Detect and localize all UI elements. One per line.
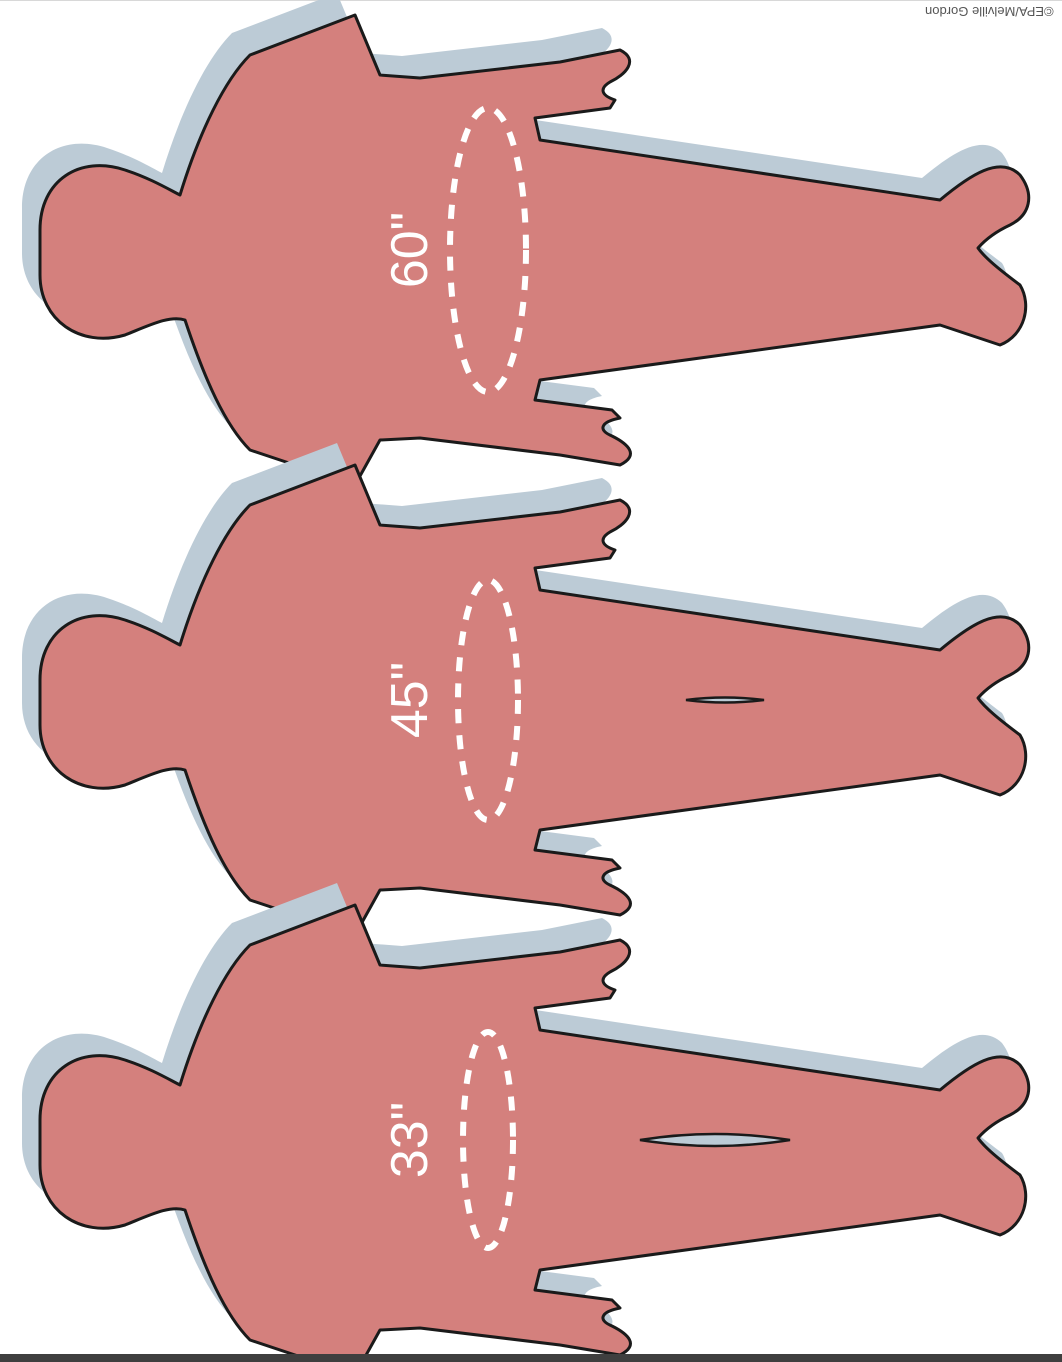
figure-body bbox=[40, 905, 1029, 1362]
photo-credit: ©EPA/Melville Gordon bbox=[925, 4, 1054, 19]
waist-size-label: 33" bbox=[381, 1102, 439, 1178]
figure-body bbox=[40, 465, 1029, 935]
waist-size-label: 60" bbox=[381, 212, 439, 288]
figure-3: 33" bbox=[22, 883, 1029, 1362]
waist-size-label: 45" bbox=[381, 662, 439, 738]
thigh-gap bbox=[640, 1134, 790, 1146]
figure-2: 45" bbox=[22, 443, 1029, 935]
figure-1: 60" bbox=[22, 0, 1029, 485]
bottom-border-bar bbox=[0, 1354, 1062, 1362]
figure-body bbox=[40, 15, 1029, 485]
thigh-gap bbox=[686, 698, 764, 703]
